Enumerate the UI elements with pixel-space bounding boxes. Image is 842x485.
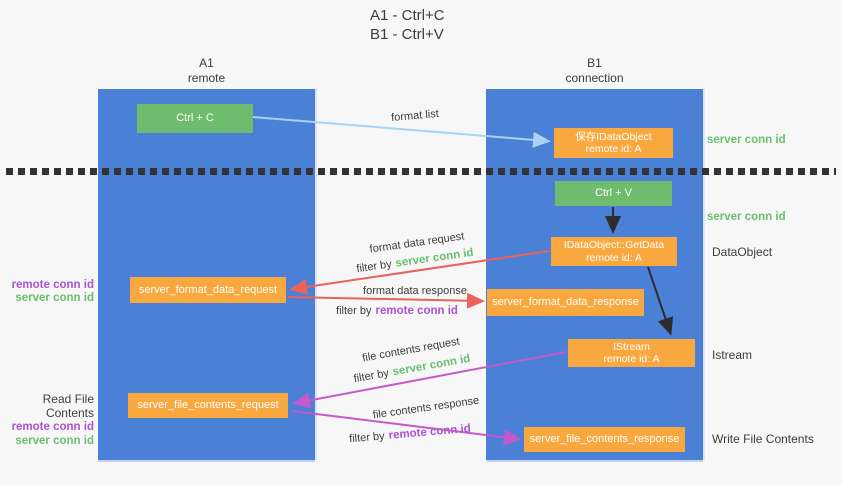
server-format-data-response-label: server_format_data_response [492,296,639,308]
filter-by-text: filter by [355,258,393,276]
getdata-line1: IDataObject::GetData [563,239,665,251]
getdata-line2: remote id: A [585,251,643,264]
node-server-format-data-response: server_format_data_response [487,289,644,316]
filter-by-text: filter by [352,367,390,386]
lane-header-a1: A1 remote [98,56,315,86]
ctrl-c-label: Ctrl + C [176,112,214,124]
node-istream: IStream remote id: A [568,339,695,367]
ctrl-v-label: Ctrl + V [595,187,632,199]
node-ctrl-v: Ctrl + V [555,181,672,206]
right-label-server-conn-id-top: server conn id [707,134,786,146]
filter-by-text: filter by [336,305,372,317]
edge-label-format-data-response: format data response [363,285,467,297]
istream-line1: IStream [613,340,650,353]
lane-a1-name: A1 [199,56,214,70]
left-label-read-file-contents: Read File Contents [42,392,94,420]
node-ctrl-c: Ctrl + C [137,104,253,133]
dotted-separator [6,168,836,175]
diagram-title: A1 - Ctrl+C B1 - Ctrl+V [370,6,445,44]
server-file-contents-request-label: server_file_contents_request [137,399,279,411]
right-label-write-file-contents: Write File Contents [712,432,814,446]
left-label-remote-conn-id-1: remote conn id [11,279,94,291]
title-line-a1: A1 - Ctrl+C [370,7,445,24]
remote-conn-id-text: remote conn id [388,422,472,442]
save-idataobject-line1: 保存IDataObject [575,130,652,143]
right-label-dataobject: DataObject [712,245,773,259]
right-label-istream: Istream [712,348,753,362]
istream-line2: remote id: A [603,353,660,365]
node-idataobject-getdata: IDataObject::GetData remote id: A [551,237,677,266]
edge-label-format-list: format list [390,107,440,125]
server-format-data-request-label: server_format_data_request [138,283,278,296]
left-label-server-conn-id-1: server conn id [15,292,94,304]
right-label-server-conn-id-mid: server conn id [707,211,786,223]
edge-label-file-contents-response: file contents response [372,394,480,422]
node-server-format-data-request: server_format_data_request [130,277,286,303]
node-server-file-contents-request: server_file_contents_request [128,393,288,418]
lane-b1-role: connection [565,71,624,85]
lane-a1-role: remote [187,71,226,85]
node-server-file-contents-response: server_file_contents_response [524,427,685,452]
left-label-server-conn-id-2: server conn id [15,435,94,447]
left-label-remote-conn-id-2: remote conn id [11,421,94,433]
server-file-contents-response-label: server_file_contents_response [529,433,680,445]
filter-by-text: filter by [348,430,386,446]
left-labels-format: remote conn id server conn id [0,279,94,305]
node-save-idataobject: 保存IDataObject remote id: A [554,128,673,158]
title-line-b1: B1 - Ctrl+V [370,26,444,43]
left-labels-file: Read File Contents remote conn id server… [0,392,94,448]
lane-b1-name: B1 [587,56,602,70]
arrow-format-data-response [287,292,485,309]
remote-conn-id-text: remote conn id [375,305,458,317]
save-idataobject-line2: remote id: A [585,143,642,155]
lane-header-b1: B1 connection [486,56,703,86]
